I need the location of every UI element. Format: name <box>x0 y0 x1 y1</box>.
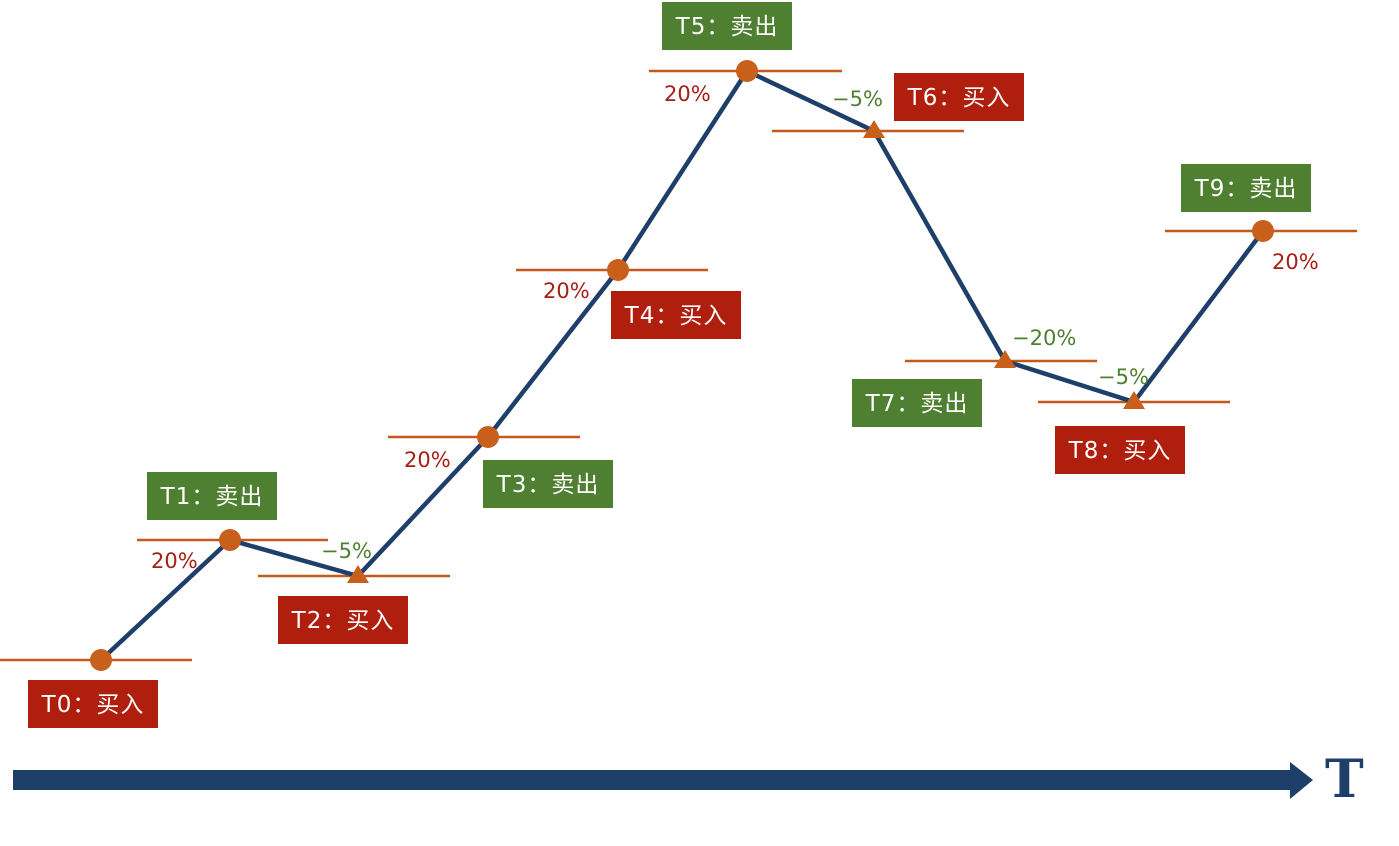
pct-label-t5: 20% <box>664 82 711 106</box>
trade-label-text-t6: T6：买入 <box>907 85 1011 111</box>
price-path <box>98 68 1266 663</box>
pct-label-t8: −5% <box>1098 365 1149 389</box>
trade-label-box-t9 <box>1181 164 1311 212</box>
pct-label-t2: −5% <box>321 539 372 563</box>
trade-label-t2: T2：买入 <box>278 596 408 644</box>
trade-label-t0: T0：买入 <box>28 680 158 728</box>
trade-label-t3: T3：卖出 <box>483 460 613 508</box>
trade-label-box-t6 <box>894 73 1024 121</box>
pct-label-t9: 20% <box>1272 250 1319 274</box>
pct-label-t6: −5% <box>832 87 883 111</box>
price-path-line <box>98 68 1266 663</box>
pct-label-t7: −20% <box>1012 326 1076 350</box>
trade-label-t4: T4：买入 <box>611 291 741 339</box>
trade-label-text-t2: T2：买入 <box>291 608 395 634</box>
time-axis-arrowhead <box>1290 762 1313 799</box>
trade-label-box-t7 <box>852 379 982 427</box>
trade-label-box-t3 <box>483 460 613 508</box>
trade-label-text-t4: T4：买入 <box>624 303 728 329</box>
time-axis-bar <box>13 770 1293 790</box>
trade-label-text-t3: T3：卖出 <box>496 472 600 498</box>
trade-label-t7: T7：卖出 <box>852 379 982 427</box>
circle-marker-t1 <box>219 529 241 551</box>
circle-marker-t5 <box>736 60 758 82</box>
percent-labels: 20% −5% 20% 20% 20% −5% −20% −5% 20% <box>151 82 1319 573</box>
trade-label-box-t5 <box>662 2 792 50</box>
circle-marker-t9 <box>1252 220 1274 242</box>
trade-label-t8: T8：买入 <box>1055 426 1185 474</box>
trade-label-box-t4 <box>611 291 741 339</box>
trade-label-t9: T9：卖出 <box>1181 164 1311 212</box>
trade-label-t1: T1：卖出 <box>147 472 277 520</box>
trade-label-text-t8: T8：买入 <box>1068 438 1172 464</box>
trade-label-text-t7: T7：卖出 <box>865 391 969 417</box>
trade-label-text-t9: T9：卖出 <box>1194 176 1298 202</box>
trade-label-box-t2 <box>278 596 408 644</box>
triangle-marker-t8 <box>1123 391 1145 409</box>
trade-label-text-t0: T0：买入 <box>41 692 145 718</box>
trade-label-text-t5: T5：卖出 <box>675 14 779 40</box>
circle-marker-t3 <box>477 426 499 448</box>
trade-label-box-t0 <box>28 680 158 728</box>
trade-label-text-t1: T1：卖出 <box>160 484 264 510</box>
pct-label-t1: 20% <box>151 549 198 573</box>
triangle-marker-t7 <box>994 350 1016 368</box>
circle-marker-t0 <box>90 649 112 671</box>
trade-label-t5: T5：卖出 <box>662 2 792 50</box>
trade-labels: T0：买入 T1：卖出 T2：买入 T3：卖出 T4：买入 T5：卖出 T6：买入 T7：卖出… <box>28 2 1311 728</box>
circle-marker-t4 <box>607 259 629 281</box>
pct-label-t3: 20% <box>404 448 451 472</box>
triangle-marker-t2 <box>347 565 369 583</box>
trade-label-t6: T6：买入 <box>894 73 1024 121</box>
triangle-marker-t6 <box>863 120 885 138</box>
trade-markers <box>90 60 1274 671</box>
trade-label-box-t8 <box>1055 426 1185 474</box>
time-axis: T <box>13 749 1364 810</box>
pct-label-t4: 20% <box>543 279 590 303</box>
time-axis-label: T <box>1325 749 1364 810</box>
trade-label-box-t1 <box>147 472 277 520</box>
price-levels <box>0 69 1357 662</box>
